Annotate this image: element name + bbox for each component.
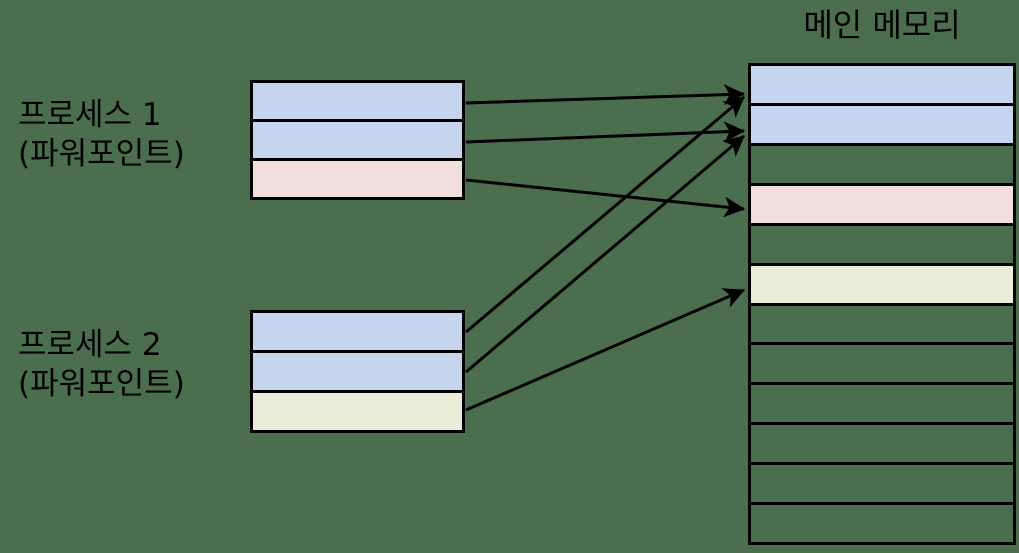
- memory-frame-3: [751, 185, 1013, 226]
- memory-frame-10: [751, 465, 1013, 506]
- memory-frame-1: [751, 105, 1013, 146]
- process-1-label-line2: (파워포인트): [18, 135, 185, 172]
- arrow-p2c0-to-frame0: [465, 95, 745, 334]
- arrow-p1c0-to-frame0: [465, 84, 746, 106]
- process-2-block: [250, 310, 465, 433]
- main-memory-block: [748, 63, 1016, 545]
- memory-frame-0: [751, 66, 1013, 106]
- arrow-p1c1-to-frame1: [465, 121, 746, 144]
- process-2-label: 프로세스 2(파워포인트): [18, 326, 185, 404]
- main-memory-title: 메인 메모리: [803, 6, 961, 44]
- process-2-page-0: [253, 313, 462, 353]
- memory-frame-9: [751, 425, 1013, 466]
- arrow-p1c2-to-frame3: [465, 178, 746, 218]
- arrow-p2c1-to-frame1: [465, 134, 745, 374]
- arrow-p2c2-to-frame5: [465, 288, 745, 412]
- memory-frame-5: [751, 265, 1013, 306]
- memory-frame-7: [751, 345, 1013, 386]
- process-1-page-0: [253, 83, 462, 122]
- memory-frame-2: [751, 146, 1013, 186]
- memory-frame-6: [751, 306, 1013, 346]
- memory-frame-8: [751, 385, 1013, 426]
- process-2-page-1: [253, 353, 462, 393]
- process-2-label-line2: (파워포인트): [18, 365, 185, 402]
- process-2-label-line1: 프로세스 2: [18, 327, 162, 363]
- memory-frame-11: [751, 505, 1013, 542]
- process-1-page-2: [253, 161, 462, 197]
- process-2-page-2: [253, 393, 462, 430]
- process-1-page-1: [253, 122, 462, 161]
- memory-frame-4: [751, 226, 1013, 266]
- process-1-block: [250, 80, 465, 200]
- process-1-label-line1: 프로세스 1: [18, 97, 162, 133]
- process-1-label: 프로세스 1(파워포인트): [18, 96, 185, 174]
